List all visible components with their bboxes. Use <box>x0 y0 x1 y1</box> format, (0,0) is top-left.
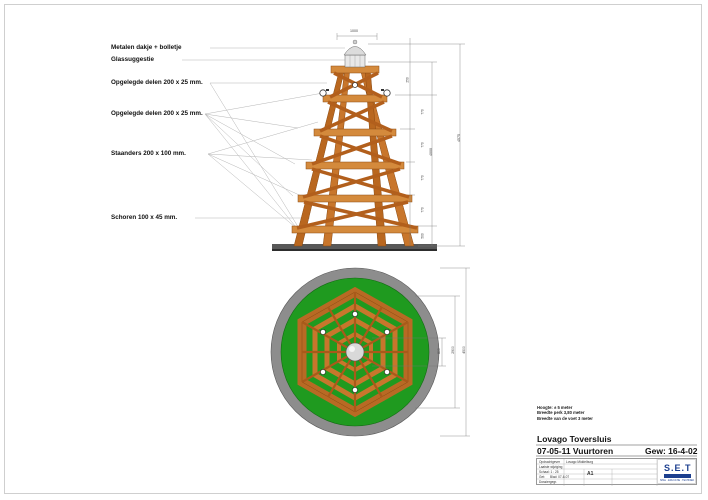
title-block-grid <box>537 459 658 486</box>
dim-plan-outer: 4500 <box>461 346 466 354</box>
spec-notes: Hoogte: ± 5 meter Breedte perk 3,80 mete… <box>537 405 593 421</box>
spec-width-foot: Breedte van de voet 3 meter <box>537 415 593 421</box>
tb-schaal: Schaal: 1 : 25 <box>539 469 559 474</box>
tb-datum: Blad: 07-6-07 <box>550 474 570 479</box>
plan-view <box>270 267 440 437</box>
plan-dimension-lines <box>372 267 470 437</box>
tower-frame <box>291 65 419 247</box>
tb-dossier: Dossiergegr. <box>539 479 557 484</box>
dim-seg-top: 250 <box>405 77 410 83</box>
logo-subtext: SPEL · EDUCATIE · TECHNIEK <box>660 479 695 482</box>
dim-height-a: 4000 <box>429 148 433 156</box>
tb-opdrachtgever-label: Opdrachtgever <box>539 459 561 464</box>
dim-seg-3: 770 <box>420 175 425 181</box>
tb-formaat: A1 <box>587 471 594 477</box>
dim-plan-core: 800 <box>436 348 441 354</box>
project-gew: Gew: 16-4-02 <box>645 446 698 456</box>
spec-height: Hoogte: ± 5 meter <box>537 405 573 410</box>
dim-total-height: 4575 <box>457 134 461 142</box>
project-code-title: 07-05-11 Vuurtoren <box>537 446 614 456</box>
dim-plan-inner: 2900 <box>450 346 455 354</box>
lantern <box>343 39 367 68</box>
label-opgelegde-delen-2: Opgelegde delen 200 x 25 mm. <box>111 110 203 117</box>
base-plate <box>272 244 437 249</box>
dim-seg-4: 770 <box>420 207 425 213</box>
dim-seg-1: 770 <box>420 109 425 115</box>
tb-opdrachtgever-value: Lovago Middelburg <box>566 459 594 464</box>
dim-seg-2: 770 <box>420 142 425 148</box>
title-rules <box>536 444 697 457</box>
spec-width-bed: Breedte perk 3,80 meter <box>537 410 585 416</box>
lamp-fixtures <box>319 82 391 97</box>
label-glassuggestie: Glassuggestie <box>111 56 155 63</box>
label-opgelegde-delen-1: Opgelegde delen 200 x 25 mm. <box>111 79 203 86</box>
label-metalen-dakje: Metalen dakje + bolletje <box>111 44 182 51</box>
tb-getekend: Get: <box>539 474 546 479</box>
drawing-frame <box>4 4 702 494</box>
dimension-lines <box>336 33 465 247</box>
dim-top-width: 1000 <box>350 29 358 33</box>
dim-seg-base: 500 <box>420 233 425 239</box>
label-schoren: Schoren 100 x 45 mm. <box>111 214 178 221</box>
project-name: Lovago Toversluis <box>537 434 612 444</box>
tb-laatste-label: Laatste wijziging <box>539 464 563 469</box>
company-logo: S.E.T SPEL · EDUCATIE · TECHNIEK <box>657 459 696 484</box>
leader-lines <box>182 47 345 233</box>
label-staanders: Staanders 200 x 100 mm. <box>111 150 186 157</box>
logo-text: S.E.T <box>664 463 692 473</box>
logo-bar <box>664 474 691 478</box>
